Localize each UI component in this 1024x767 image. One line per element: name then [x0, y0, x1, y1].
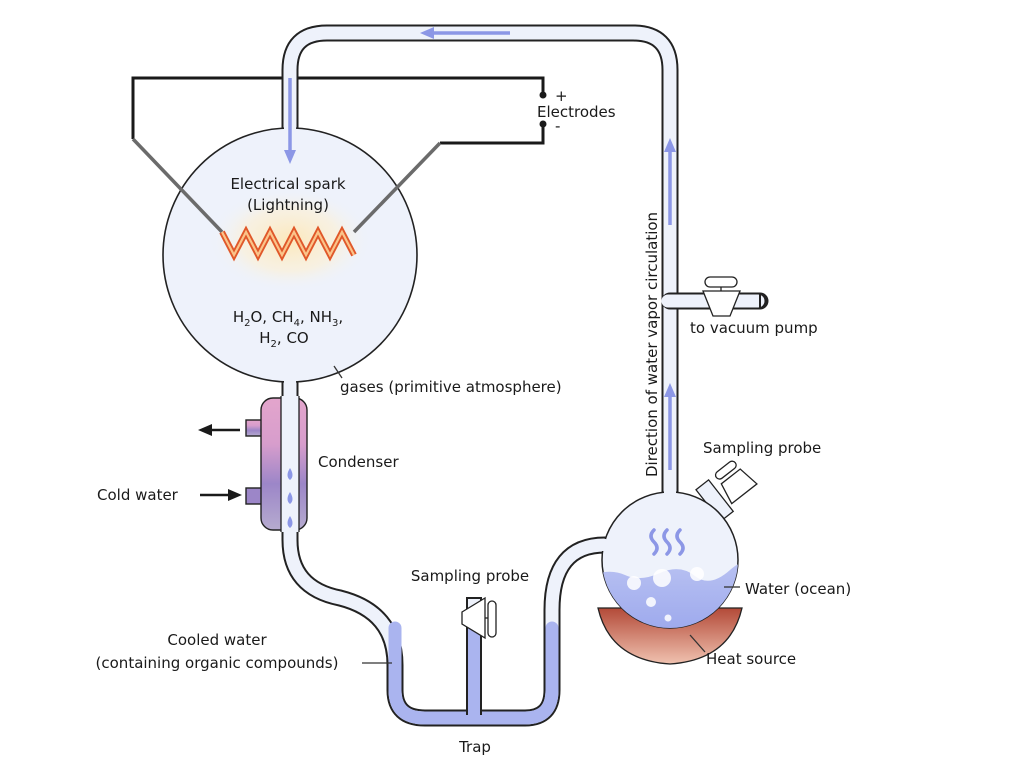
heat-source: [597, 607, 743, 665]
positive-terminal: [539, 91, 547, 99]
electrode-positive-label: +: [555, 87, 568, 105]
spark-label-line1: Electrical spark: [230, 175, 345, 193]
flask-sampling-probe-label: Sampling probe: [703, 439, 821, 457]
cold-water-label: Cold water: [97, 486, 179, 504]
trap-label: Trap: [458, 738, 491, 756]
inflow-arrow-icon: [228, 489, 242, 501]
right-electrode-rod: [352, 141, 442, 234]
gases-formula-line2: H2, CO: [259, 329, 308, 350]
cooled-water-label-line2: (containing organic compounds): [96, 654, 339, 672]
condenser-label: Condenser: [318, 453, 399, 471]
flow-arrow-up-icon: [664, 383, 676, 397]
flow-arrow-left-icon: [420, 27, 434, 39]
condenser: [245, 396, 308, 532]
steam-icon: [649, 528, 685, 556]
flow-arrow-down-icon: [284, 150, 296, 164]
condenser-water-arrows: [198, 424, 242, 501]
negative-terminal: [539, 120, 547, 128]
droplet-icon: [287, 516, 293, 528]
gases-formula-line1: H2O, CH4, NH3,: [233, 308, 343, 329]
electrodes-label: Electrodes: [537, 103, 616, 121]
electrode-wiring: [131, 76, 547, 145]
vapor-direction-label: Direction of water vapor circulation: [643, 212, 661, 477]
left-electrode-rod: [131, 137, 224, 234]
water-ocean-label: Water (ocean): [745, 580, 851, 598]
vacuum-valve: [702, 276, 741, 317]
spark-label-line2: (Lightning): [247, 196, 329, 214]
heat-source-label: Heat source: [706, 650, 796, 668]
droplet-icon: [287, 468, 293, 480]
flow-arrows: [284, 27, 676, 470]
trap-sampling-probe-label: Sampling probe: [411, 567, 529, 585]
electrode-negative-label: -: [555, 117, 560, 135]
gases-caption: gases (primitive atmosphere): [340, 378, 562, 396]
leader-lines: [333, 365, 740, 664]
outflow-arrow-icon: [198, 424, 212, 436]
vacuum-pump-label: to vacuum pump: [690, 319, 818, 337]
droplet-icon: [287, 492, 293, 504]
cooled-water-label-line1: Cooled water: [167, 631, 267, 649]
flow-arrow-up-icon: [664, 138, 676, 152]
spark-flask: [131, 126, 442, 386]
trap-sampling-probe: [461, 596, 497, 640]
